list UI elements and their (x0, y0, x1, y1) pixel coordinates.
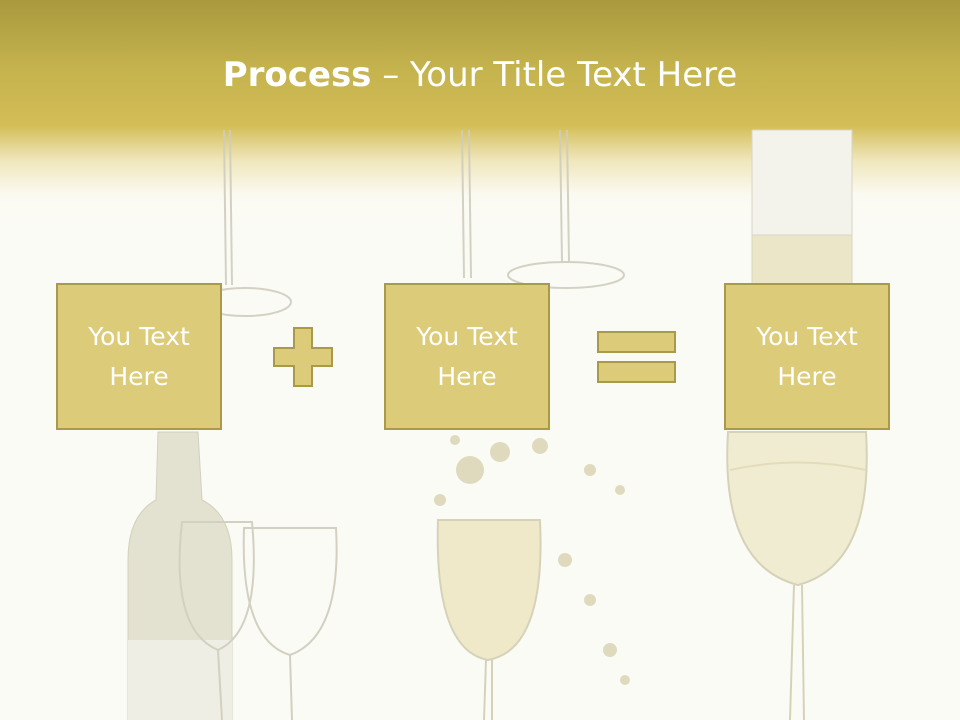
plus-icon (273, 327, 333, 387)
title-rest-part: – Your Title Text Here (371, 55, 738, 95)
process-box-2[interactable]: You Text Here (384, 283, 550, 430)
process-box-1-text: You Text Here (88, 321, 190, 391)
process-box-2-text: You Text Here (416, 321, 518, 391)
process-box-3[interactable]: You Text Here (724, 283, 890, 430)
title-bold-part: Process (222, 55, 372, 95)
equals-icon (597, 331, 676, 383)
process-box-1[interactable]: You Text Here (56, 283, 222, 430)
slide-title: Process – Your Title Text Here (0, 52, 960, 98)
process-box-3-text: You Text Here (756, 321, 858, 391)
